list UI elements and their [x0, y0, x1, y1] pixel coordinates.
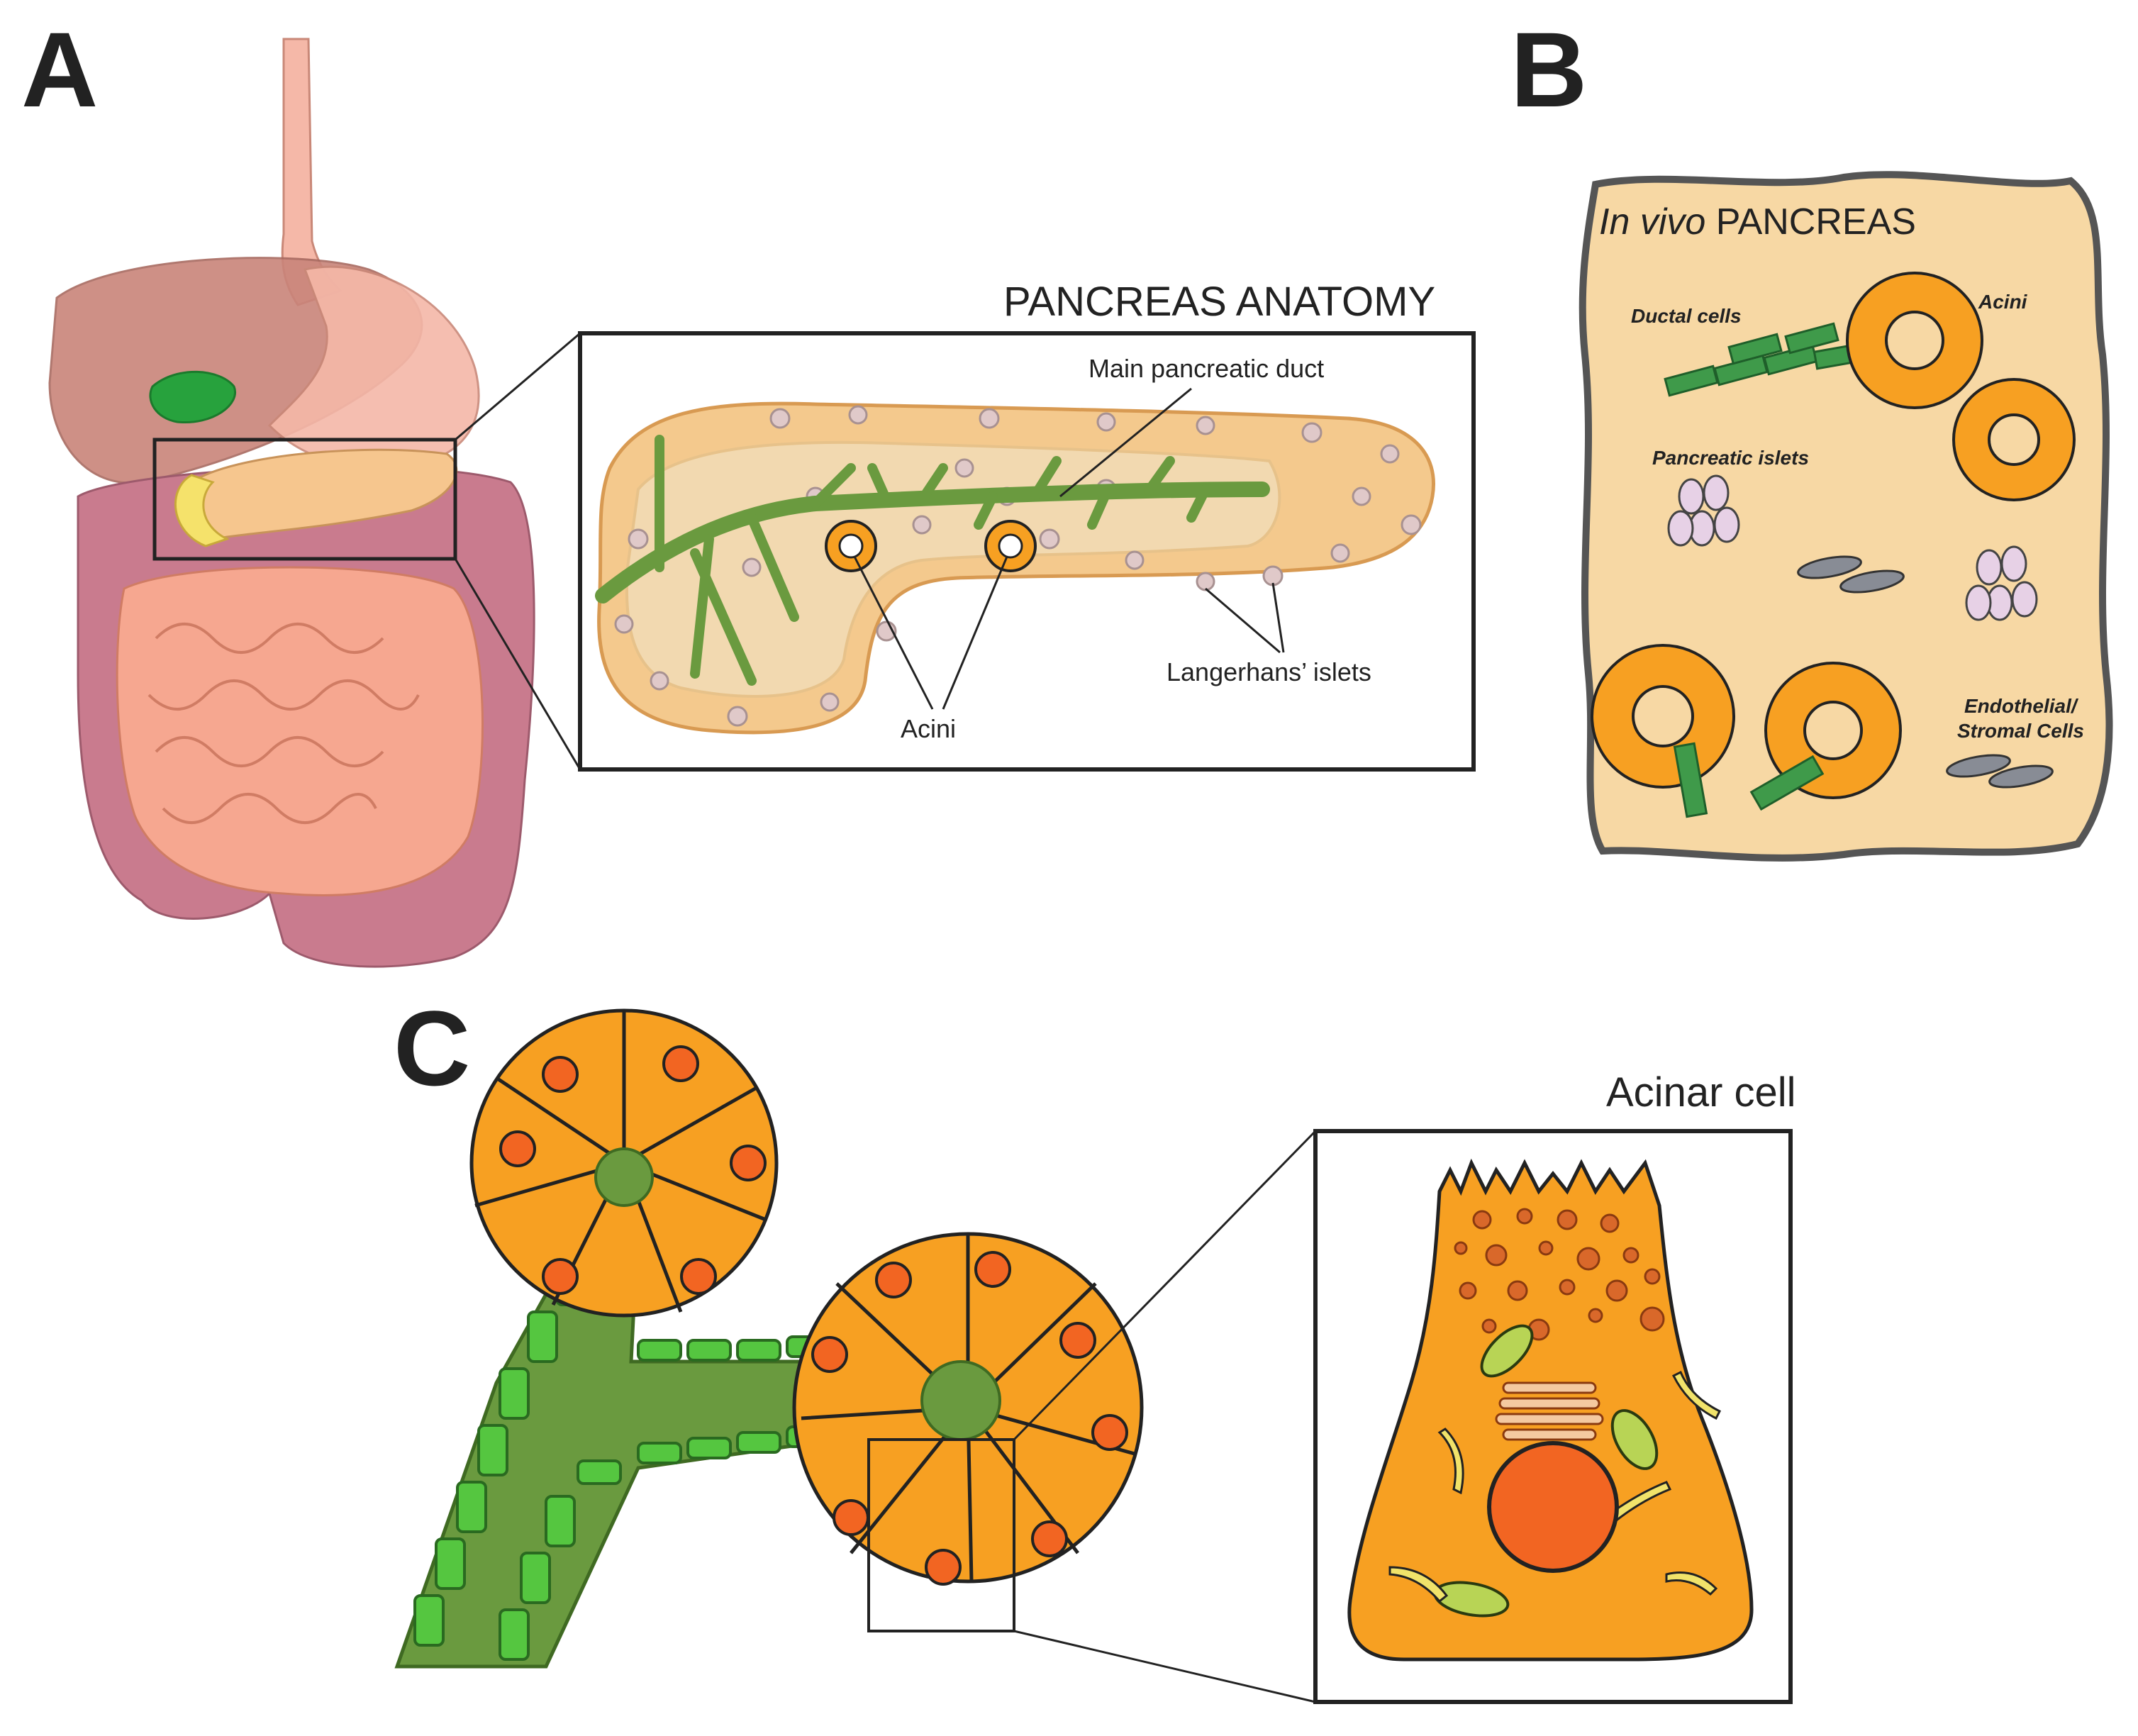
zymogen-granules: [1454, 1208, 1665, 1341]
nucleus: [1487, 1441, 1619, 1573]
small-intestine: [116, 566, 484, 896]
duct-branches: [655, 435, 1210, 686]
acinar-cell-body: [1347, 1158, 1754, 1662]
panel-c: C: [394, 989, 1796, 1704]
pointer-islets-1: [1205, 587, 1281, 654]
pointer-acini-2: [942, 556, 1008, 710]
pancreas-zoom-box: [152, 438, 457, 561]
stromal-cells-lower: [1946, 754, 2054, 789]
label-ductal-cells: Ductal cells: [1631, 305, 1742, 327]
panel-a-letter: A: [21, 10, 98, 129]
pancreas-anatomy-title: PANCREAS ANATOMY: [1003, 279, 1435, 325]
zoom-line-bottom: [454, 558, 581, 770]
acinus-b-3: [1591, 644, 1735, 789]
stromal-cells-middle: [1797, 555, 1905, 594]
zoom-line-c-top: [1013, 1130, 1317, 1441]
acinus-b-1: [1846, 272, 1983, 409]
acinus-c-top: [469, 1008, 779, 1318]
label-acini-b: Acini: [1978, 291, 2028, 313]
ductal-cells-lower: [1673, 742, 1825, 818]
panel-b-letter: B: [1510, 10, 1587, 129]
zoom-line-c-bottom: [1013, 1630, 1316, 1703]
endoplasmic-reticulum: [1495, 1381, 1604, 1441]
label-acini: Acini: [901, 714, 956, 743]
acinus-b-2: [1952, 378, 2076, 501]
title-rest: PANCREAS: [1705, 201, 1916, 243]
label-endothelial: Endothelial/: [1964, 695, 2079, 717]
pancreas-detail: Main pancreatic duct Acini Langerhans’ i…: [595, 354, 1435, 743]
panel-a: A PANCREAS ANATOMY: [21, 10, 1476, 968]
mitochondria: [1433, 1324, 1659, 1618]
intestine-folds: [147, 623, 420, 824]
title-italic: In vivo: [1599, 201, 1705, 243]
panel-b: B In vivo PANCREAS Ductal cells Acini Pa…: [1510, 10, 2113, 862]
islet-cluster-1: [1667, 474, 1740, 547]
zoom-line-top: [455, 332, 581, 441]
pointer-duct: [1059, 387, 1192, 498]
acinar-cell-zoom-box: [867, 1438, 1015, 1632]
label-pancreatic-islets: Pancreatic islets: [1652, 447, 1809, 469]
pointer-acini-1: [853, 556, 934, 710]
acinus-top-cell-borders: [474, 1011, 767, 1313]
panel-c-letter: C: [394, 989, 470, 1108]
acinar-cell-title: Acinar cell: [1606, 1069, 1796, 1115]
pointer-islets-2: [1271, 582, 1285, 653]
label-stromal-cells: Stromal Cells: [1957, 720, 2084, 742]
gallbladder: [149, 370, 236, 424]
label-main-pancreatic-duct: Main pancreatic duct: [1089, 354, 1324, 383]
digestive-system-illustration: [48, 38, 535, 968]
islet-cluster-2: [1965, 545, 2038, 621]
label-langerhans-islets: Langerhans’ islets: [1167, 657, 1371, 686]
acinus-c-right: [792, 1232, 1144, 1632]
acinus-right-cell-borders: [801, 1234, 1135, 1582]
acinar-cell-detail: [1347, 1158, 1754, 1662]
duodenum: [174, 474, 230, 547]
acini-detail: [825, 520, 1037, 572]
in-vivo-pancreas-title: In vivo PANCREAS: [1599, 201, 1916, 243]
